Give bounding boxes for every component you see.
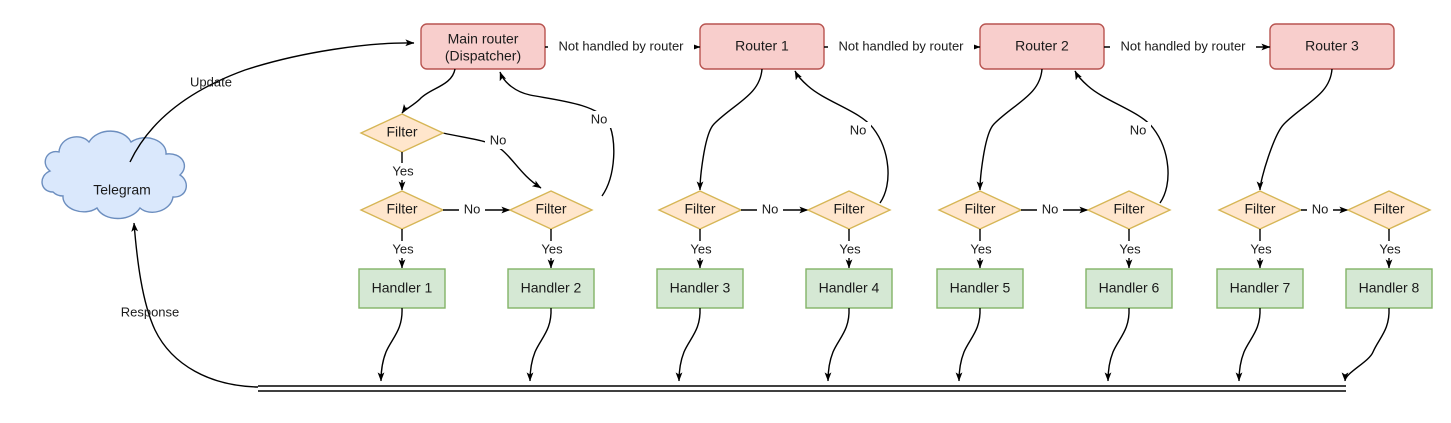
node-handler-4[interactable]: Handler 4 bbox=[805, 268, 893, 309]
edge-label-bg-no-ret-0 bbox=[586, 111, 612, 128]
node-filter-2[interactable]: Filter bbox=[359, 190, 445, 230]
node-handler-7[interactable]: Handler 7 bbox=[1216, 268, 1304, 309]
edge-label-bg-yes-0 bbox=[389, 163, 417, 180]
node-filter-5[interactable]: Filter bbox=[806, 190, 892, 230]
node-handler-2[interactable]: Handler 2 bbox=[507, 268, 595, 309]
edge-handler-1-to-bus bbox=[377, 307, 403, 382]
edge-label-bg-2 bbox=[828, 38, 974, 55]
edge-label-bg-3 bbox=[1110, 38, 1256, 55]
node-filter-8[interactable]: Filter bbox=[1217, 190, 1303, 230]
node-router-2[interactable]: Router 2 bbox=[979, 23, 1105, 70]
node-handler-1[interactable]: Handler 1 bbox=[358, 268, 446, 309]
edge-handler-5-to-bus bbox=[955, 307, 981, 382]
edge-label-bg-no-1 bbox=[757, 201, 783, 218]
edge-filter-2-no-to-main-router bbox=[499, 71, 615, 197]
edge-update bbox=[129, 39, 415, 163]
edge-label-bg-no-2 bbox=[1037, 201, 1063, 218]
node-handler-3[interactable]: Handler 3 bbox=[656, 268, 744, 309]
response-bus-bar bbox=[258, 385, 1346, 392]
telegram-cloud-node[interactable]: Telegram bbox=[41, 130, 188, 220]
edge-label-bg-yes-h1 bbox=[389, 241, 417, 258]
edge-filter-7-no-to-router-2 bbox=[1074, 70, 1169, 204]
node-router-3[interactable]: Router 3 bbox=[1269, 23, 1395, 70]
edge-label-bg-no-ret-2 bbox=[1125, 122, 1151, 139]
edge-handler-3-to-bus bbox=[675, 307, 701, 382]
edge-label-bg-no-0a bbox=[485, 132, 511, 149]
node-filter-4[interactable]: Filter bbox=[657, 190, 743, 230]
node-handler-5[interactable]: Handler 5 bbox=[936, 268, 1024, 309]
edge-label-update: Update bbox=[190, 74, 232, 89]
edge-router-1-to-filter-4 bbox=[696, 68, 763, 191]
edge-label-bg-yes-h6 bbox=[1116, 241, 1144, 258]
edge-label-bg-no-3 bbox=[1307, 201, 1333, 218]
node-filter-9[interactable]: Filter bbox=[1346, 190, 1432, 230]
node-handler-8[interactable]: Handler 8 bbox=[1345, 268, 1433, 309]
edge-handler-4-to-bus bbox=[824, 307, 850, 382]
edge-label-bg-yes-h5 bbox=[967, 241, 995, 258]
edge-handler-2-to-bus bbox=[526, 307, 552, 382]
edge-handler-8-to-bus bbox=[1341, 307, 1390, 382]
node-main-router[interactable]: Main router (Dispatcher) bbox=[420, 23, 546, 70]
edge-handler-6-to-bus bbox=[1104, 307, 1130, 382]
edge-label-bg-no-ret-1 bbox=[845, 122, 871, 139]
edge-response bbox=[131, 222, 259, 388]
edge-label-bg-yes-h8 bbox=[1376, 241, 1404, 258]
edge-router-3-to-filter-8 bbox=[1256, 68, 1333, 191]
edge-filter-1-no-to-filter-2 bbox=[442, 132, 542, 189]
node-handler-6[interactable]: Handler 6 bbox=[1085, 268, 1173, 309]
edge-label-bg-yes-h4 bbox=[836, 241, 864, 258]
node-filter-7[interactable]: Filter bbox=[1086, 190, 1172, 230]
edge-main-router-to-filter-1 bbox=[401, 68, 456, 114]
node-router-1[interactable]: Router 1 bbox=[699, 23, 825, 70]
edge-label-bg-1 bbox=[548, 38, 694, 55]
edge-label-bg-yes-h2 bbox=[538, 241, 566, 258]
edge-filter-5-no-to-router-1 bbox=[794, 70, 889, 204]
node-filter-3[interactable]: Filter bbox=[508, 190, 594, 230]
edge-router-2-to-filter-6 bbox=[976, 68, 1043, 191]
edge-label-bg-yes-h3 bbox=[687, 241, 715, 258]
edge-label-bg-no-0b bbox=[459, 201, 485, 218]
edge-label-bg-yes-h7 bbox=[1247, 241, 1275, 258]
node-filter-6[interactable]: Filter bbox=[937, 190, 1023, 230]
edge-handler-7-to-bus bbox=[1235, 307, 1261, 382]
node-filter-1[interactable]: Filter bbox=[359, 113, 445, 153]
